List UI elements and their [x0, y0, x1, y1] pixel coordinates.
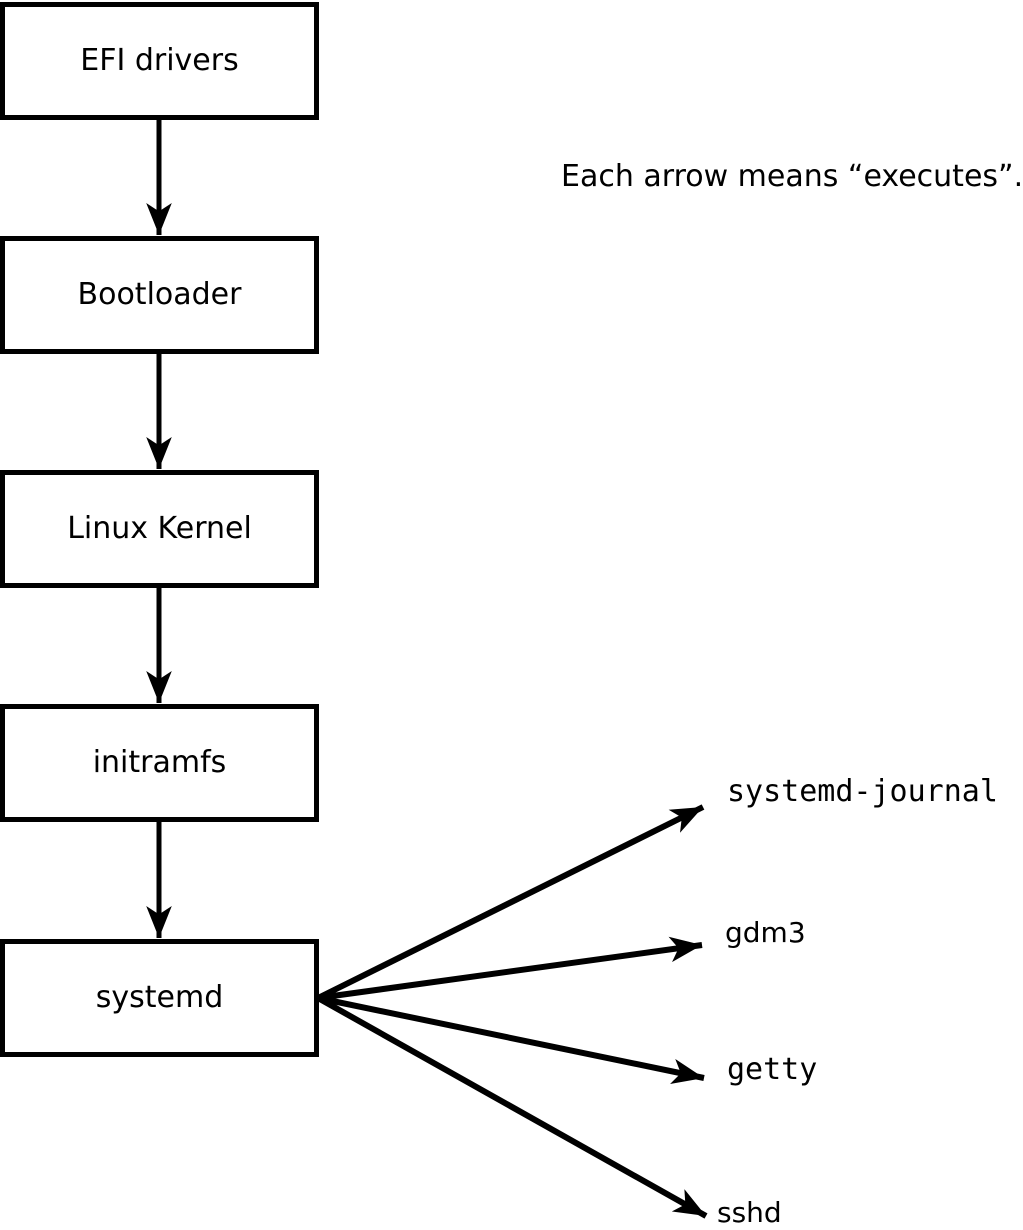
node-label: Linux Kernel: [67, 511, 252, 546]
arrow-systemd-to-gdm3: [317, 936, 703, 1001]
process-label-gdm3: gdm3: [725, 916, 806, 949]
node-label: Bootloader: [77, 277, 242, 312]
node-label: systemd: [95, 980, 224, 1015]
process-label-sshd: sshd: [717, 1196, 782, 1229]
arrow-systemd-to-sshd: [316, 995, 708, 1219]
node-label: EFI drivers: [80, 43, 239, 78]
process-label-getty: getty: [727, 1052, 818, 1087]
arrow-systemd-to-systemd-journal: [316, 804, 705, 1001]
process-label-systemd-journal: systemd-journal: [727, 774, 998, 809]
node-bootloader: Bootloader: [0, 236, 319, 354]
node-linux-kernel: Linux Kernel: [0, 470, 319, 588]
node-initramfs: initramfs: [0, 704, 319, 822]
diagram-caption: Each arrow means “executes”.: [561, 159, 1023, 194]
node-label: initramfs: [92, 745, 227, 780]
node-systemd: systemd: [0, 939, 319, 1057]
arrow-systemd-to-getty: [317, 995, 705, 1085]
node-efi-drivers: EFI drivers: [0, 2, 319, 120]
